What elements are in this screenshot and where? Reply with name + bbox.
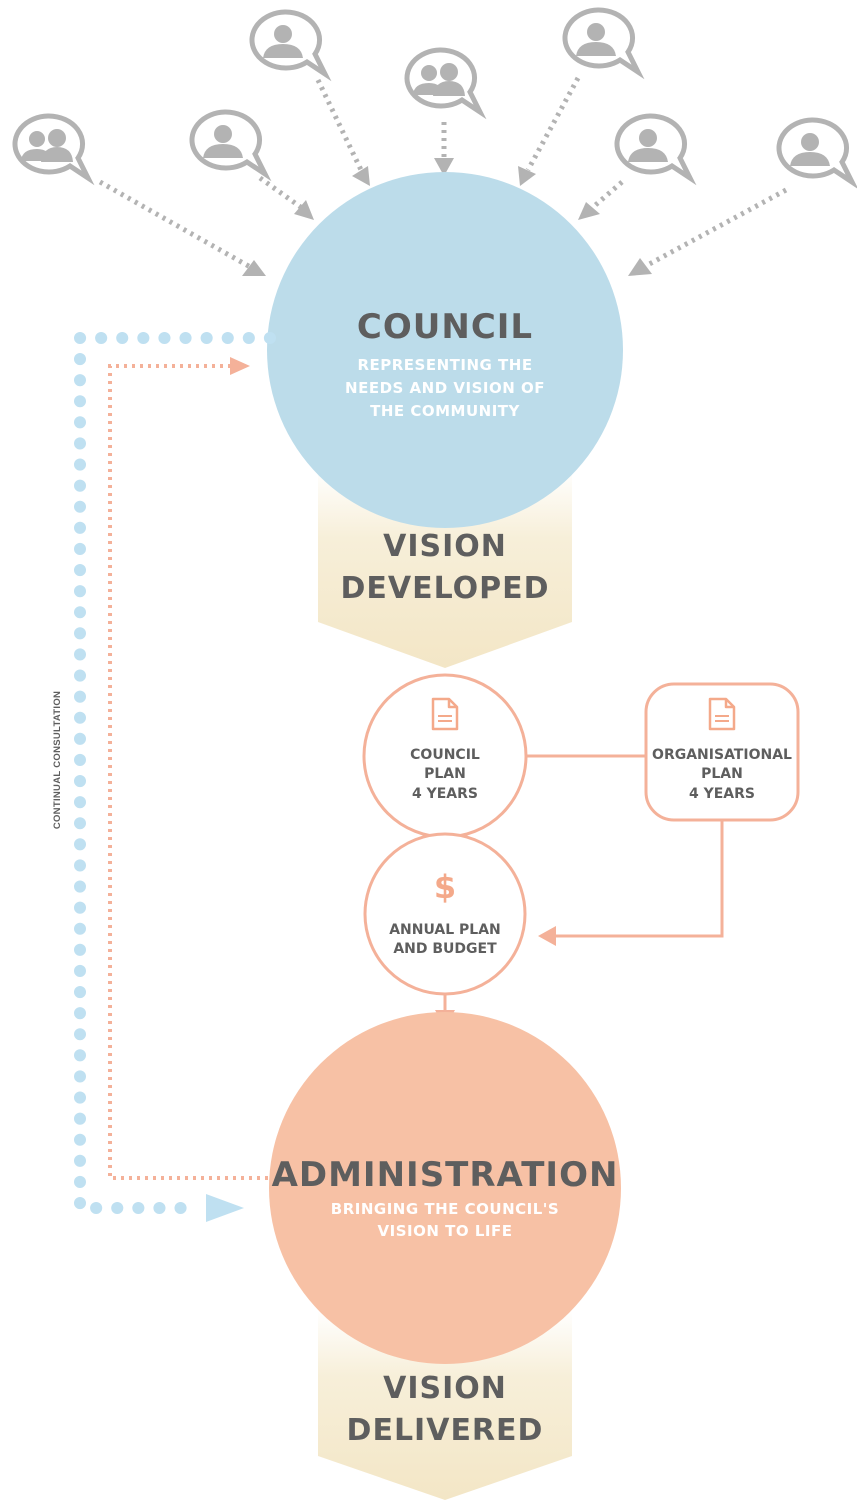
- consultation-loop-blue: [74, 332, 276, 1214]
- vision-developed-band: [318, 468, 572, 668]
- council-subtitle-line-2: NEEDS AND VISION OF: [345, 379, 545, 397]
- council-subtitle-line-3: THE COMMUNITY: [370, 402, 520, 420]
- council-plan-line-1: COUNCIL: [410, 747, 480, 763]
- person-speech-icon: [779, 120, 852, 182]
- community-input-arrows: [98, 76, 788, 271]
- person-speech-icon: [617, 116, 690, 178]
- vision-delivered-line-1: VISION: [383, 1371, 507, 1406]
- organisational-plan-line-3: 4 YEARS: [689, 786, 755, 802]
- orange-loop-arrowhead: [230, 357, 250, 375]
- organisational-plan-node: [644, 682, 800, 822]
- administration-subtitle-line-1: BRINGING THE COUNCIL'S: [331, 1200, 559, 1218]
- administration-circle: [269, 1012, 621, 1364]
- community-arrowheads: [242, 158, 652, 276]
- continual-consultation-label: CONTINUAL CONSULTATION: [52, 691, 63, 829]
- two-people-speech-icon: [407, 50, 480, 112]
- person-speech-icon: [252, 12, 325, 74]
- administration-title: ADMINISTRATION: [272, 1155, 619, 1195]
- vision-delivered-line-2: DELIVERED: [347, 1413, 544, 1448]
- person-speech-icon: [192, 112, 265, 174]
- vision-developed-line-1: VISION: [383, 529, 507, 564]
- annual-plan-line-1: ANNUAL PLAN: [389, 922, 501, 938]
- council-plan-line-3: 4 YEARS: [412, 786, 478, 802]
- annual-plan-line-2: AND BUDGET: [393, 941, 497, 957]
- dollar-icon: $: [434, 868, 456, 906]
- administration-subtitle-line-2: VISION TO LIFE: [378, 1222, 513, 1240]
- council-title: COUNCIL: [357, 307, 533, 347]
- vision-developed-line-2: DEVELOPED: [340, 571, 549, 606]
- two-people-speech-icon: [15, 116, 88, 178]
- person-speech-icon: [565, 10, 638, 72]
- council-subtitle-line-1: REPRESENTING THE: [357, 356, 532, 374]
- council-plan-line-2: PLAN: [424, 766, 466, 782]
- organisational-plan-line-2: PLAN: [701, 766, 743, 782]
- annual-plan-node: [363, 832, 527, 996]
- organisational-to-annual-arrowhead: [538, 926, 556, 946]
- consultation-loop-orange: [108, 364, 268, 1180]
- vision-delivered-band: [318, 1310, 572, 1500]
- council-circle: [267, 172, 623, 528]
- organisational-plan-line-1: ORGANISATIONAL: [652, 747, 792, 763]
- blue-loop-arrowhead: [206, 1194, 244, 1222]
